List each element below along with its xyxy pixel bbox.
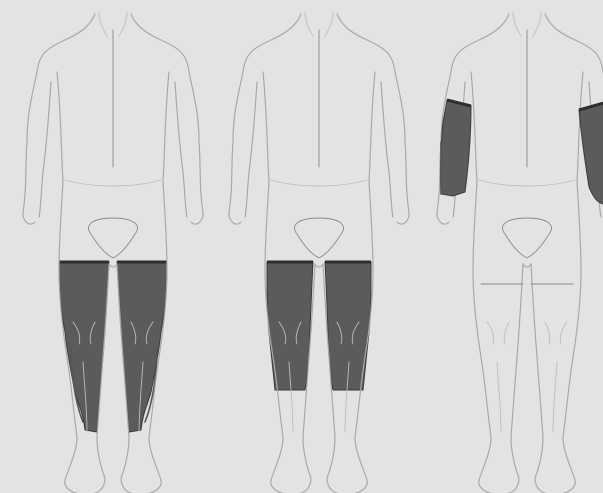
body-outline xyxy=(437,12,603,493)
leg-warmer-right xyxy=(117,262,167,432)
arm-warmer-right xyxy=(579,102,603,204)
figure-leg-warmers xyxy=(23,12,203,493)
body-outline xyxy=(229,12,409,493)
leg-warmer-left xyxy=(59,262,109,432)
body-outline xyxy=(23,12,203,493)
figure-arm-warmers xyxy=(437,12,603,493)
arm-warmer-left xyxy=(441,100,471,196)
figure-knee-warmers xyxy=(229,12,409,493)
